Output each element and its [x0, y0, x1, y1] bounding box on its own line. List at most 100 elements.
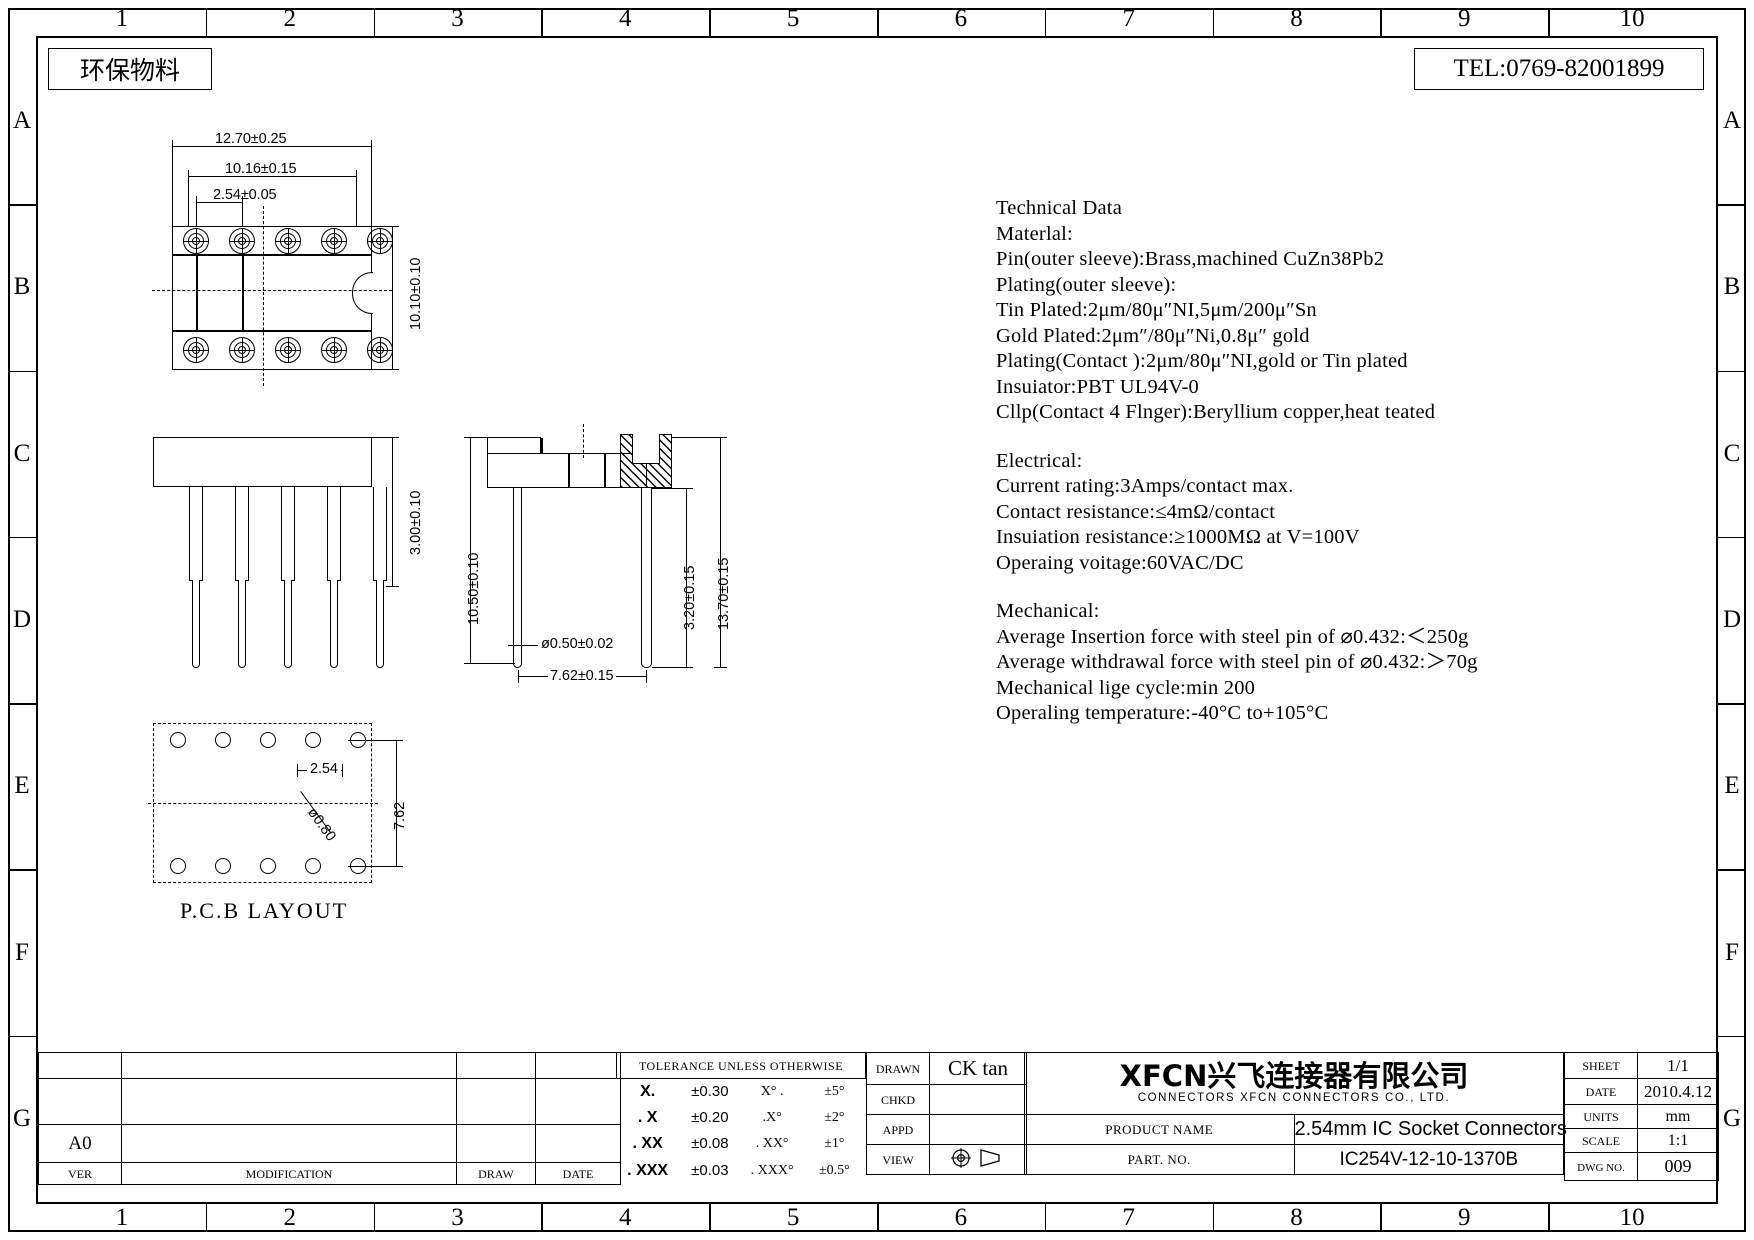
- zone-col-top-5: 5: [786, 5, 800, 32]
- zone-tick: [10, 869, 38, 872]
- socket-crosshair-h: [184, 350, 208, 351]
- dim-3-00: 3.00±0.10: [408, 490, 424, 555]
- front-pin-tip: [330, 580, 338, 668]
- zone-col-bottom-3: 3: [451, 1204, 464, 1231]
- dim-13-70: 13.70±0.15: [716, 557, 732, 630]
- socket-crosshair-h: [368, 350, 392, 351]
- appd-label: APPD: [882, 1122, 914, 1137]
- ver-header: VER: [68, 1166, 92, 1181]
- approval-table: DRAWN CK tan CHKD APPD VIEW: [866, 1052, 1027, 1175]
- zone-tick: [1548, 1202, 1550, 1230]
- part-no-value: IC254V-12-10-1370B: [1339, 1148, 1518, 1170]
- section-pin-right: [641, 488, 652, 668]
- zone-tick: [1716, 869, 1744, 872]
- units-value: mm: [1665, 1107, 1691, 1125]
- socket-outer: [183, 228, 209, 254]
- zone-col-top-10: 10: [1619, 5, 1645, 32]
- zone-row-left-A: A: [12, 107, 32, 135]
- technical-line: Average Insertion force with steel pin o…: [996, 625, 1469, 648]
- zone-row-left-G: G: [12, 1104, 32, 1132]
- zone-tick: [1716, 204, 1744, 206]
- zone-col-bottom-10: 10: [1619, 1204, 1645, 1231]
- tol-linval-2: ±0.08: [691, 1135, 729, 1152]
- tol-angval-2: ±1°: [824, 1136, 845, 1151]
- technical-line: Insuiator:PBT UL94V-0: [996, 375, 1199, 398]
- front-pin: [235, 487, 249, 581]
- zone-tick: [709, 1202, 711, 1230]
- zone-row-left-D: D: [12, 606, 32, 633]
- zone-tick: [1380, 1202, 1382, 1230]
- zone-row-right-A: A: [1722, 107, 1742, 135]
- company-product-table: XFCN兴飞连接器有限公司 CONNECTORS XFCN CONNECTORS…: [1024, 1052, 1567, 1175]
- tol-linval-3: ±0.03: [691, 1162, 729, 1179]
- technical-line: Cllp(Contact 4 Flnger):Beryllium copper,…: [996, 401, 1436, 423]
- tol-lin-2: . XX: [632, 1134, 663, 1152]
- technical-line: Mechanical:: [996, 600, 1100, 622]
- zone-tick: [541, 10, 543, 38]
- zone-tick: [10, 703, 38, 705]
- dim-10-50: 10.50±0.10: [466, 552, 482, 625]
- front-pin-tip: [376, 580, 384, 668]
- front-pin-tip: [284, 580, 292, 668]
- ver-value: A0: [68, 1132, 92, 1154]
- zone-tick: [1380, 10, 1382, 38]
- zone-col-bottom-7: 7: [1122, 1204, 1135, 1231]
- first-angle-projection-icon: [949, 1147, 1007, 1173]
- sheet-label: SHEET: [1582, 1058, 1620, 1073]
- zone-col-bottom-4: 4: [619, 1204, 632, 1231]
- socket-crosshair-h: [276, 350, 300, 351]
- socket-outer: [229, 337, 255, 363]
- zone-row-right-B: B: [1723, 273, 1741, 301]
- dwg-no-value: 009: [1664, 1156, 1692, 1176]
- zone-tick: [541, 1202, 543, 1230]
- technical-line: Plating(outer sleeve):: [996, 273, 1177, 296]
- pcb-pad: [170, 732, 186, 748]
- tolerance-title: TOLERANCE UNLESS OTHERWISE: [638, 1058, 844, 1073]
- outer-border: [8, 8, 1746, 1232]
- zone-tick: [10, 204, 38, 206]
- socket-crosshair-h: [230, 350, 254, 351]
- tol-linval-0: ±0.30: [691, 1083, 729, 1101]
- zone-col-bottom-5: 5: [786, 1204, 800, 1231]
- eco-material-label: 环保物料: [79, 56, 180, 85]
- tol-ang-1: .X°: [762, 1110, 782, 1125]
- front-pin: [327, 487, 341, 581]
- centerline-h: [152, 290, 392, 291]
- zone-col-bottom-6: 6: [954, 1204, 968, 1231]
- socket-crosshair-h: [230, 241, 254, 242]
- front-pin: [281, 487, 295, 581]
- zone-tick: [373, 1202, 376, 1230]
- pcb-pad: [305, 732, 321, 748]
- front-pin-tip: [238, 580, 246, 668]
- sheet-info-table: SHEET 1/1 DATE 2010.4.12 UNITS mm SCALE …: [1564, 1052, 1719, 1181]
- zone-row-right-C: C: [1723, 439, 1741, 467]
- zone-row-right-D: D: [1722, 606, 1742, 633]
- drawn-value: CK tan: [947, 1056, 1009, 1080]
- drawn-label: DRAWN: [875, 1061, 921, 1076]
- zone-tick: [10, 1035, 38, 1038]
- technical-line: Mechanical lige cycle:min 200: [996, 676, 1256, 699]
- zone-col-top-7: 7: [1122, 5, 1135, 32]
- zone-row-right-E: E: [1724, 772, 1740, 800]
- centerline-v: [263, 206, 264, 386]
- dim-10-16: 10.16±0.15: [225, 161, 297, 177]
- zone-tick: [1716, 703, 1744, 705]
- zone-col-top-6: 6: [954, 5, 968, 32]
- dim-dia-0-50: ø0.50±0.02: [541, 636, 614, 652]
- dim-10-10: 10.10±0.10: [408, 257, 424, 330]
- tol-lin-3: . XXX: [627, 1161, 669, 1179]
- socket-crosshair-h: [276, 241, 300, 242]
- pcb-pad: [215, 858, 231, 874]
- view-label: VIEW: [882, 1152, 914, 1167]
- modification-header: MODIFICATION: [245, 1166, 333, 1181]
- zone-tick: [205, 1202, 208, 1230]
- zone-tick: [1716, 536, 1744, 539]
- zone-col-bottom-2: 2: [283, 1204, 296, 1231]
- socket-outer: [183, 337, 209, 363]
- technical-line: Pin(outer sleeve):Brass,machined CuZn38P…: [996, 248, 1385, 270]
- zone-col-top-4: 4: [619, 5, 632, 32]
- pcb-pad: [305, 858, 321, 874]
- revision-table: A0 VER MODIFICATION DRAW DATE: [38, 1052, 621, 1185]
- draw-header: DRAW: [478, 1166, 514, 1181]
